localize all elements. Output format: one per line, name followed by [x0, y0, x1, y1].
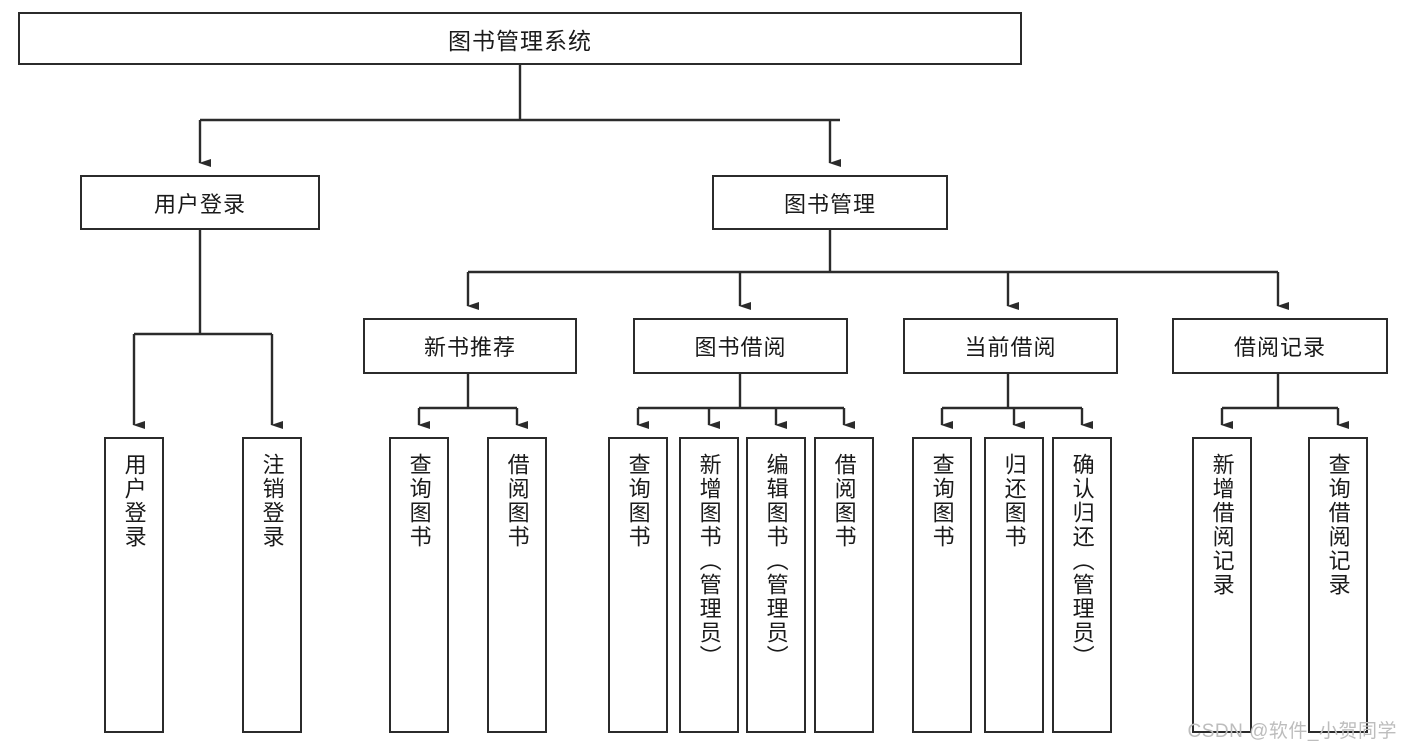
leaf-borrow-book[interactable]: 借阅图书 — [814, 437, 874, 733]
node-book-borrow-label: 图书借阅 — [694, 335, 787, 360]
leaf-add-book-admin[interactable]: 新增图书（管理员） — [679, 437, 739, 733]
node-borrow-record-label: 借阅记录 — [1233, 335, 1326, 360]
node-new-book-recommend-label: 新书推荐 — [423, 335, 516, 360]
leaf-label: 确认归还（管理员） — [1069, 453, 1095, 669]
node-new-book-recommend[interactable]: 新书推荐 — [363, 318, 577, 374]
leaf-label: 新增借阅记录 — [1209, 453, 1235, 597]
leaf-label: 注销登录 — [259, 453, 285, 549]
leaf-label: 查询借阅记录 — [1325, 453, 1351, 597]
leaf-label: 查询图书 — [625, 453, 651, 549]
leaf-query-book-current[interactable]: 查询图书 — [912, 437, 972, 733]
leaf-return-book[interactable]: 归还图书 — [984, 437, 1044, 733]
node-root-label: 图书管理系统 — [448, 27, 592, 54]
leaf-label: 编辑图书（管理员） — [763, 453, 789, 669]
leaf-user-logout[interactable]: 注销登录 — [242, 437, 302, 733]
leaf-label: 新增图书（管理员） — [696, 453, 722, 669]
node-borrow-record[interactable]: 借阅记录 — [1172, 318, 1388, 374]
leaf-label: 查询图书 — [406, 453, 432, 549]
leaf-edit-book-admin[interactable]: 编辑图书（管理员） — [746, 437, 806, 733]
leaf-label: 用户登录 — [121, 453, 147, 549]
leaf-user-login[interactable]: 用户登录 — [104, 437, 164, 733]
node-book-management-label: 图书管理 — [783, 191, 876, 217]
node-current-borrow-label: 当前借阅 — [964, 335, 1057, 360]
leaf-label: 借阅图书 — [504, 453, 530, 549]
leaf-query-borrow-record[interactable]: 查询借阅记录 — [1308, 437, 1368, 733]
leaf-query-book-recommend[interactable]: 查询图书 — [389, 437, 449, 733]
node-book-borrow[interactable]: 图书借阅 — [633, 318, 848, 374]
leaf-add-borrow-record[interactable]: 新增借阅记录 — [1192, 437, 1252, 733]
leaf-confirm-return-admin[interactable]: 确认归还（管理员） — [1052, 437, 1112, 733]
node-user-login-label: 用户登录 — [153, 191, 246, 217]
leaf-label: 归还图书 — [1001, 453, 1027, 549]
leaf-borrow-book-recommend[interactable]: 借阅图书 — [487, 437, 547, 733]
leaf-label: 借阅图书 — [831, 453, 857, 549]
node-book-management[interactable]: 图书管理 — [712, 175, 948, 230]
node-user-login[interactable]: 用户登录 — [80, 175, 320, 230]
leaf-query-book-borrow[interactable]: 查询图书 — [608, 437, 668, 733]
leaf-label: 查询图书 — [929, 453, 955, 549]
node-current-borrow[interactable]: 当前借阅 — [903, 318, 1118, 374]
node-root[interactable]: 图书管理系统 — [18, 12, 1022, 65]
